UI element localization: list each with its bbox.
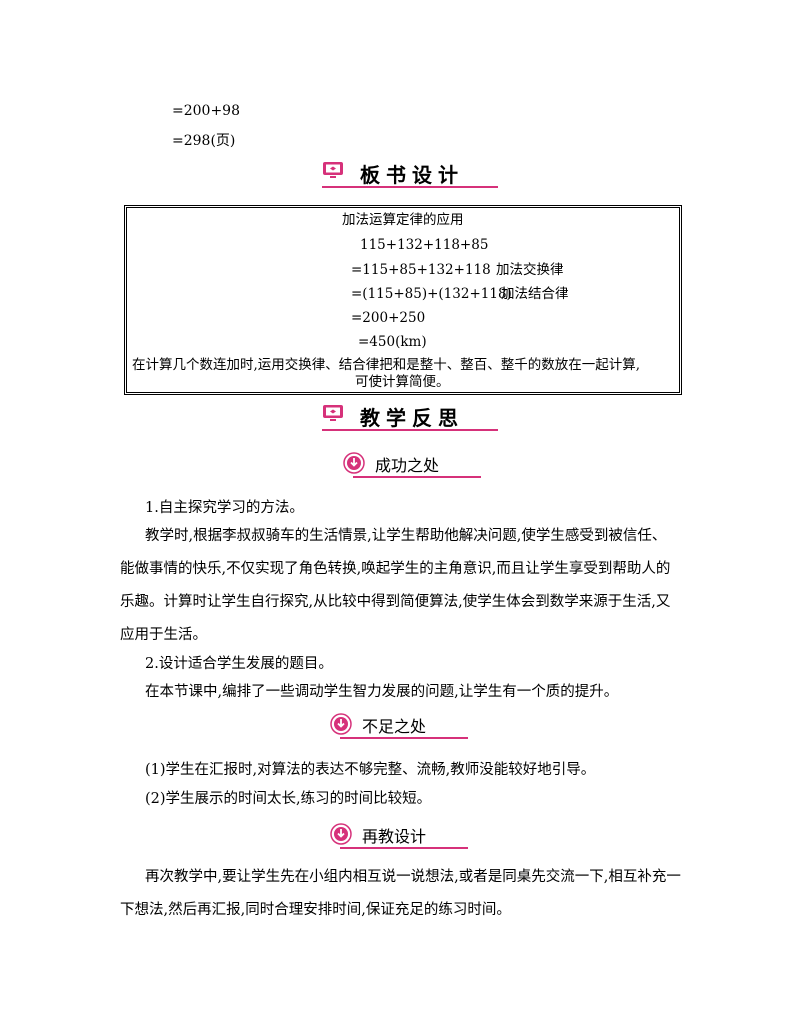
board-summary-line-1: 在计算几个数连加时,运用交换律、结合律把和是整十、整百、整千的数放在一起计算, bbox=[132, 357, 641, 373]
shortcoming-heading: 不足之处 bbox=[330, 712, 470, 740]
subsection-title: 成功之处 bbox=[375, 456, 440, 475]
down-arrow-circle-icon bbox=[343, 452, 365, 474]
subheading-underline bbox=[340, 737, 468, 739]
board-summary-line-2: 可使计算简便。 bbox=[355, 374, 450, 390]
down-arrow-circle-icon bbox=[330, 823, 352, 845]
section-title: 教学反思 bbox=[360, 406, 464, 430]
redesign-paragraph: 再次教学中,要让学生先在小组内相互说一说想法,或者是同桌先交流一下,相互补充一下… bbox=[120, 869, 681, 918]
board-title: 加法运算定律的应用 bbox=[342, 212, 464, 228]
subsection-title: 不足之处 bbox=[362, 717, 427, 736]
monitor-icon bbox=[323, 162, 343, 178]
redesign-heading: 再教设计 bbox=[330, 822, 470, 850]
heading-underline bbox=[322, 186, 498, 188]
success-heading: 成功之处 bbox=[343, 451, 483, 479]
heading-underline bbox=[322, 429, 498, 431]
calc-line-1: =200+98 bbox=[172, 103, 240, 119]
board-step-2: =(115+85)+(132+118) bbox=[351, 286, 512, 302]
board-step-4: =450(km) bbox=[358, 334, 427, 350]
success-item-2: 2.设计适合学生发展的题目。 bbox=[145, 656, 333, 672]
monitor-icon bbox=[323, 405, 343, 421]
success-paragraph-2: 在本节课中,编排了一些调动学生智力发展的问题,让学生有一个质的提升。 bbox=[145, 684, 619, 700]
section-title: 板书设计 bbox=[360, 163, 464, 187]
shortcoming-item-2: (2)学生展示的时间太长,练习的时间比较短。 bbox=[145, 791, 432, 807]
board-box: 加法运算定律的应用 115+132+118+85 =115+85+132+118… bbox=[124, 205, 682, 395]
board-step-1: =115+85+132+118 bbox=[351, 262, 491, 278]
success-item-1: 1.自主探究学习的方法。 bbox=[145, 500, 304, 516]
subheading-underline bbox=[340, 847, 468, 849]
teaching-reflection-heading: 教学反思 bbox=[322, 400, 502, 434]
calc-line-2: =298(页) bbox=[172, 133, 236, 149]
subsection-title: 再教设计 bbox=[362, 827, 427, 846]
subheading-underline bbox=[353, 476, 481, 478]
success-paragraph: 教学时,根据李叔叔骑车的生活情景,让学生帮助他解决问题,使学生感受到被信任、能做… bbox=[120, 528, 671, 643]
board-step-1-note: 加法交换律 bbox=[496, 262, 564, 278]
down-arrow-circle-icon bbox=[330, 713, 352, 735]
board-step-2-note: 加法结合律 bbox=[501, 286, 569, 302]
board-step-3: =200+250 bbox=[351, 310, 426, 326]
board-expression: 115+132+118+85 bbox=[360, 237, 489, 253]
board-design-heading: 板书设计 bbox=[322, 157, 502, 191]
shortcoming-item-1: (1)学生在汇报时,对算法的表达不够完整、流畅,教师没能较好地引导。 bbox=[145, 762, 596, 778]
